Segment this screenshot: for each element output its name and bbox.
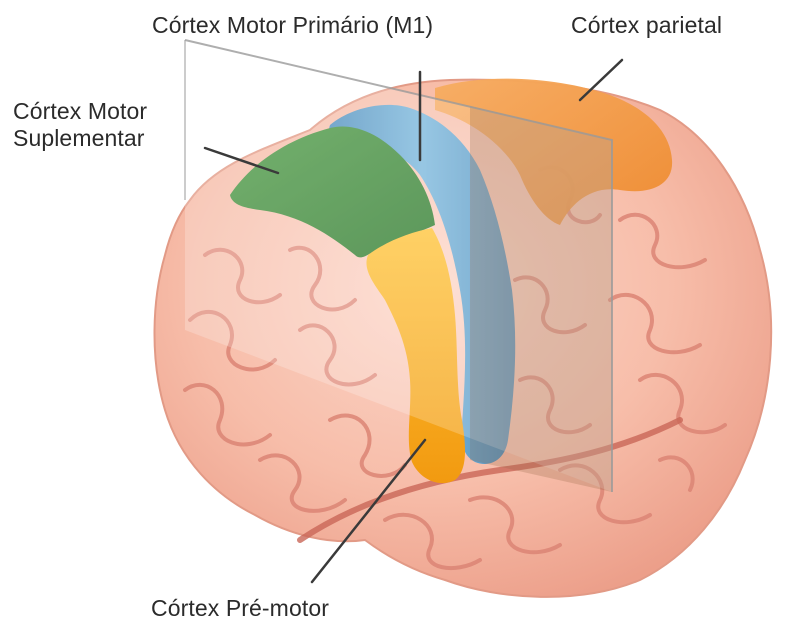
label-primary-motor-cortex: Córtex Motor Primário (M1) [152,12,433,39]
label-supplementary-line2: Suplementar [13,125,147,152]
label-supplementary-line1: Córtex Motor [13,98,147,125]
label-parietal-cortex: Córtex parietal [571,12,722,39]
label-supplementary-motor-cortex: Córtex Motor Suplementar [13,98,147,152]
label-premotor-cortex: Córtex Pré-motor [151,595,329,622]
